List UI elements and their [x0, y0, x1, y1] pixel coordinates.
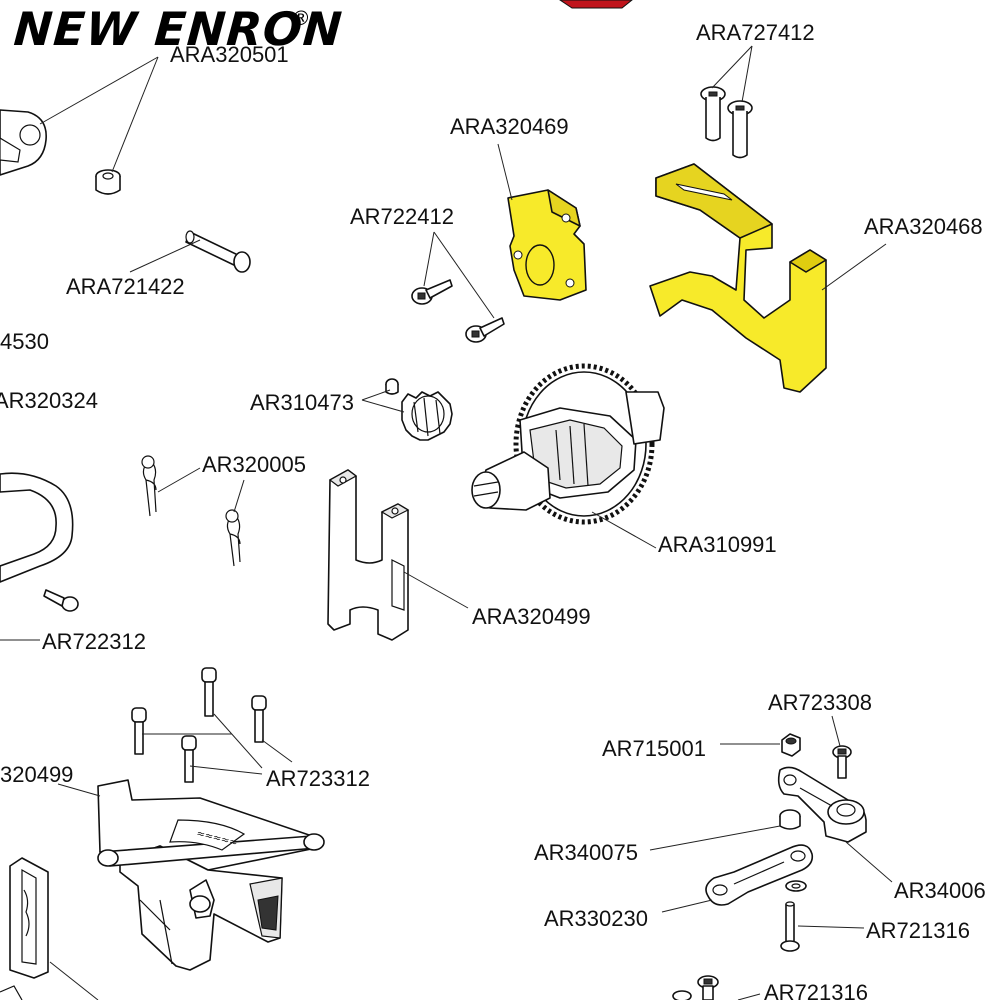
leader-ar723308	[831, 715, 841, 747]
body-clip-part	[141, 455, 157, 517]
steering-bellcrank-part	[777, 766, 867, 843]
callout-4530: 4530	[0, 329, 49, 354]
leader-ar723312-a	[213, 713, 263, 769]
wing-mount-part	[0, 472, 74, 583]
callout-ar340075: AR340075	[534, 840, 638, 865]
part-fragment-bottom-left	[0, 985, 23, 1000]
leader-ara310991	[591, 511, 657, 549]
leader-ara721422	[129, 239, 201, 273]
leader-ar340075	[649, 825, 781, 851]
leader-ar721316	[797, 925, 865, 929]
callout-ar715001: AR715001	[602, 736, 706, 761]
chassis-brace-part	[9, 857, 49, 979]
pin-part	[780, 901, 800, 952]
callout-ar310473: AR310473	[250, 390, 354, 415]
callout-ar722412: AR722412	[350, 204, 454, 229]
leader-ara320501-a	[39, 56, 159, 125]
nylon-nut-part	[781, 733, 801, 757]
callout-ar320005: AR320005	[202, 452, 306, 477]
callout-ar330230: AR330230	[544, 906, 648, 931]
motor-plate-highlighted-part	[507, 189, 587, 301]
callout-ara721422: ARA721422	[66, 274, 185, 299]
leader-ara320468	[821, 243, 887, 291]
leader-ar330230	[661, 899, 713, 913]
cap-screw-part	[201, 667, 217, 717]
bushing-part	[95, 169, 121, 195]
callout-ar723308: AR723308	[768, 690, 872, 715]
brand-logo: NEW ENRON ®	[12, 2, 344, 56]
callout-ara727412: ARA727412	[696, 20, 815, 45]
gear-cover-mount-highlighted-part	[649, 163, 827, 393]
leader-ara320469	[497, 143, 513, 201]
bushing-part	[779, 809, 801, 830]
cap-screw-part	[251, 695, 267, 743]
center-diff-spur-gear-part	[471, 363, 665, 525]
leader-ar721316-b	[737, 993, 761, 1000]
callout-ar320324: AR320324	[0, 388, 98, 413]
diff-mount-part	[327, 469, 410, 641]
leader-ar722412-a	[423, 231, 435, 287]
pin-part	[185, 230, 251, 273]
leader-ara727412-b	[741, 45, 753, 103]
logo-fragment-icon	[559, 0, 633, 9]
leader-ara727412-a	[711, 45, 753, 89]
leader-ar34006	[845, 841, 893, 883]
callout-ar721316-b: AR721316	[764, 980, 868, 1000]
leader-ar723312-d	[189, 765, 263, 775]
screw-part	[832, 745, 852, 779]
screw-part	[465, 317, 505, 343]
leader-320499	[57, 783, 101, 797]
leader-ar320005-a	[157, 467, 201, 493]
leader-ar723312-b	[261, 739, 293, 763]
screw-part	[43, 589, 79, 612]
leader-ar320005-b	[233, 479, 245, 513]
screw-part	[411, 279, 453, 305]
registered-mark: ®	[289, 6, 313, 30]
screw-part	[672, 990, 692, 1000]
leader-lower-left	[49, 961, 99, 1000]
cap-screw-part	[181, 735, 197, 783]
leader-ara320499	[403, 571, 469, 609]
callout-ara320468: ARA320468	[864, 214, 983, 239]
callout-ara320469: ARA320469	[450, 114, 569, 139]
callout-ar721316: AR721316	[866, 918, 970, 943]
callout-ar34006: AR34006	[894, 878, 986, 903]
servo-arm-part	[0, 109, 47, 176]
callout-ara320501: ARA320501	[170, 42, 289, 67]
callout-ar723312: AR723312	[266, 766, 370, 791]
pinion-gear-part	[385, 378, 453, 441]
cap-screw-part	[131, 707, 147, 755]
leader-ar310473-a	[361, 389, 391, 401]
leader-ara320501-b	[111, 56, 159, 173]
callout-ara320499: ARA320499	[472, 604, 591, 629]
body-clip-part	[225, 509, 241, 567]
callout-ara310991: ARA310991	[658, 532, 777, 557]
screw-part	[697, 975, 719, 1000]
screw-part	[700, 86, 726, 142]
screw-part	[727, 100, 753, 159]
steering-link-part	[705, 844, 814, 906]
callout-320499: 320499	[0, 762, 73, 787]
front-bulkhead-part: ≈≈≈≈≈	[97, 779, 325, 971]
leader-ar722412-b	[433, 231, 495, 319]
callout-ar722312: AR722312	[42, 629, 146, 654]
leader-ar310473-b	[361, 399, 405, 413]
washer-part	[785, 880, 807, 892]
